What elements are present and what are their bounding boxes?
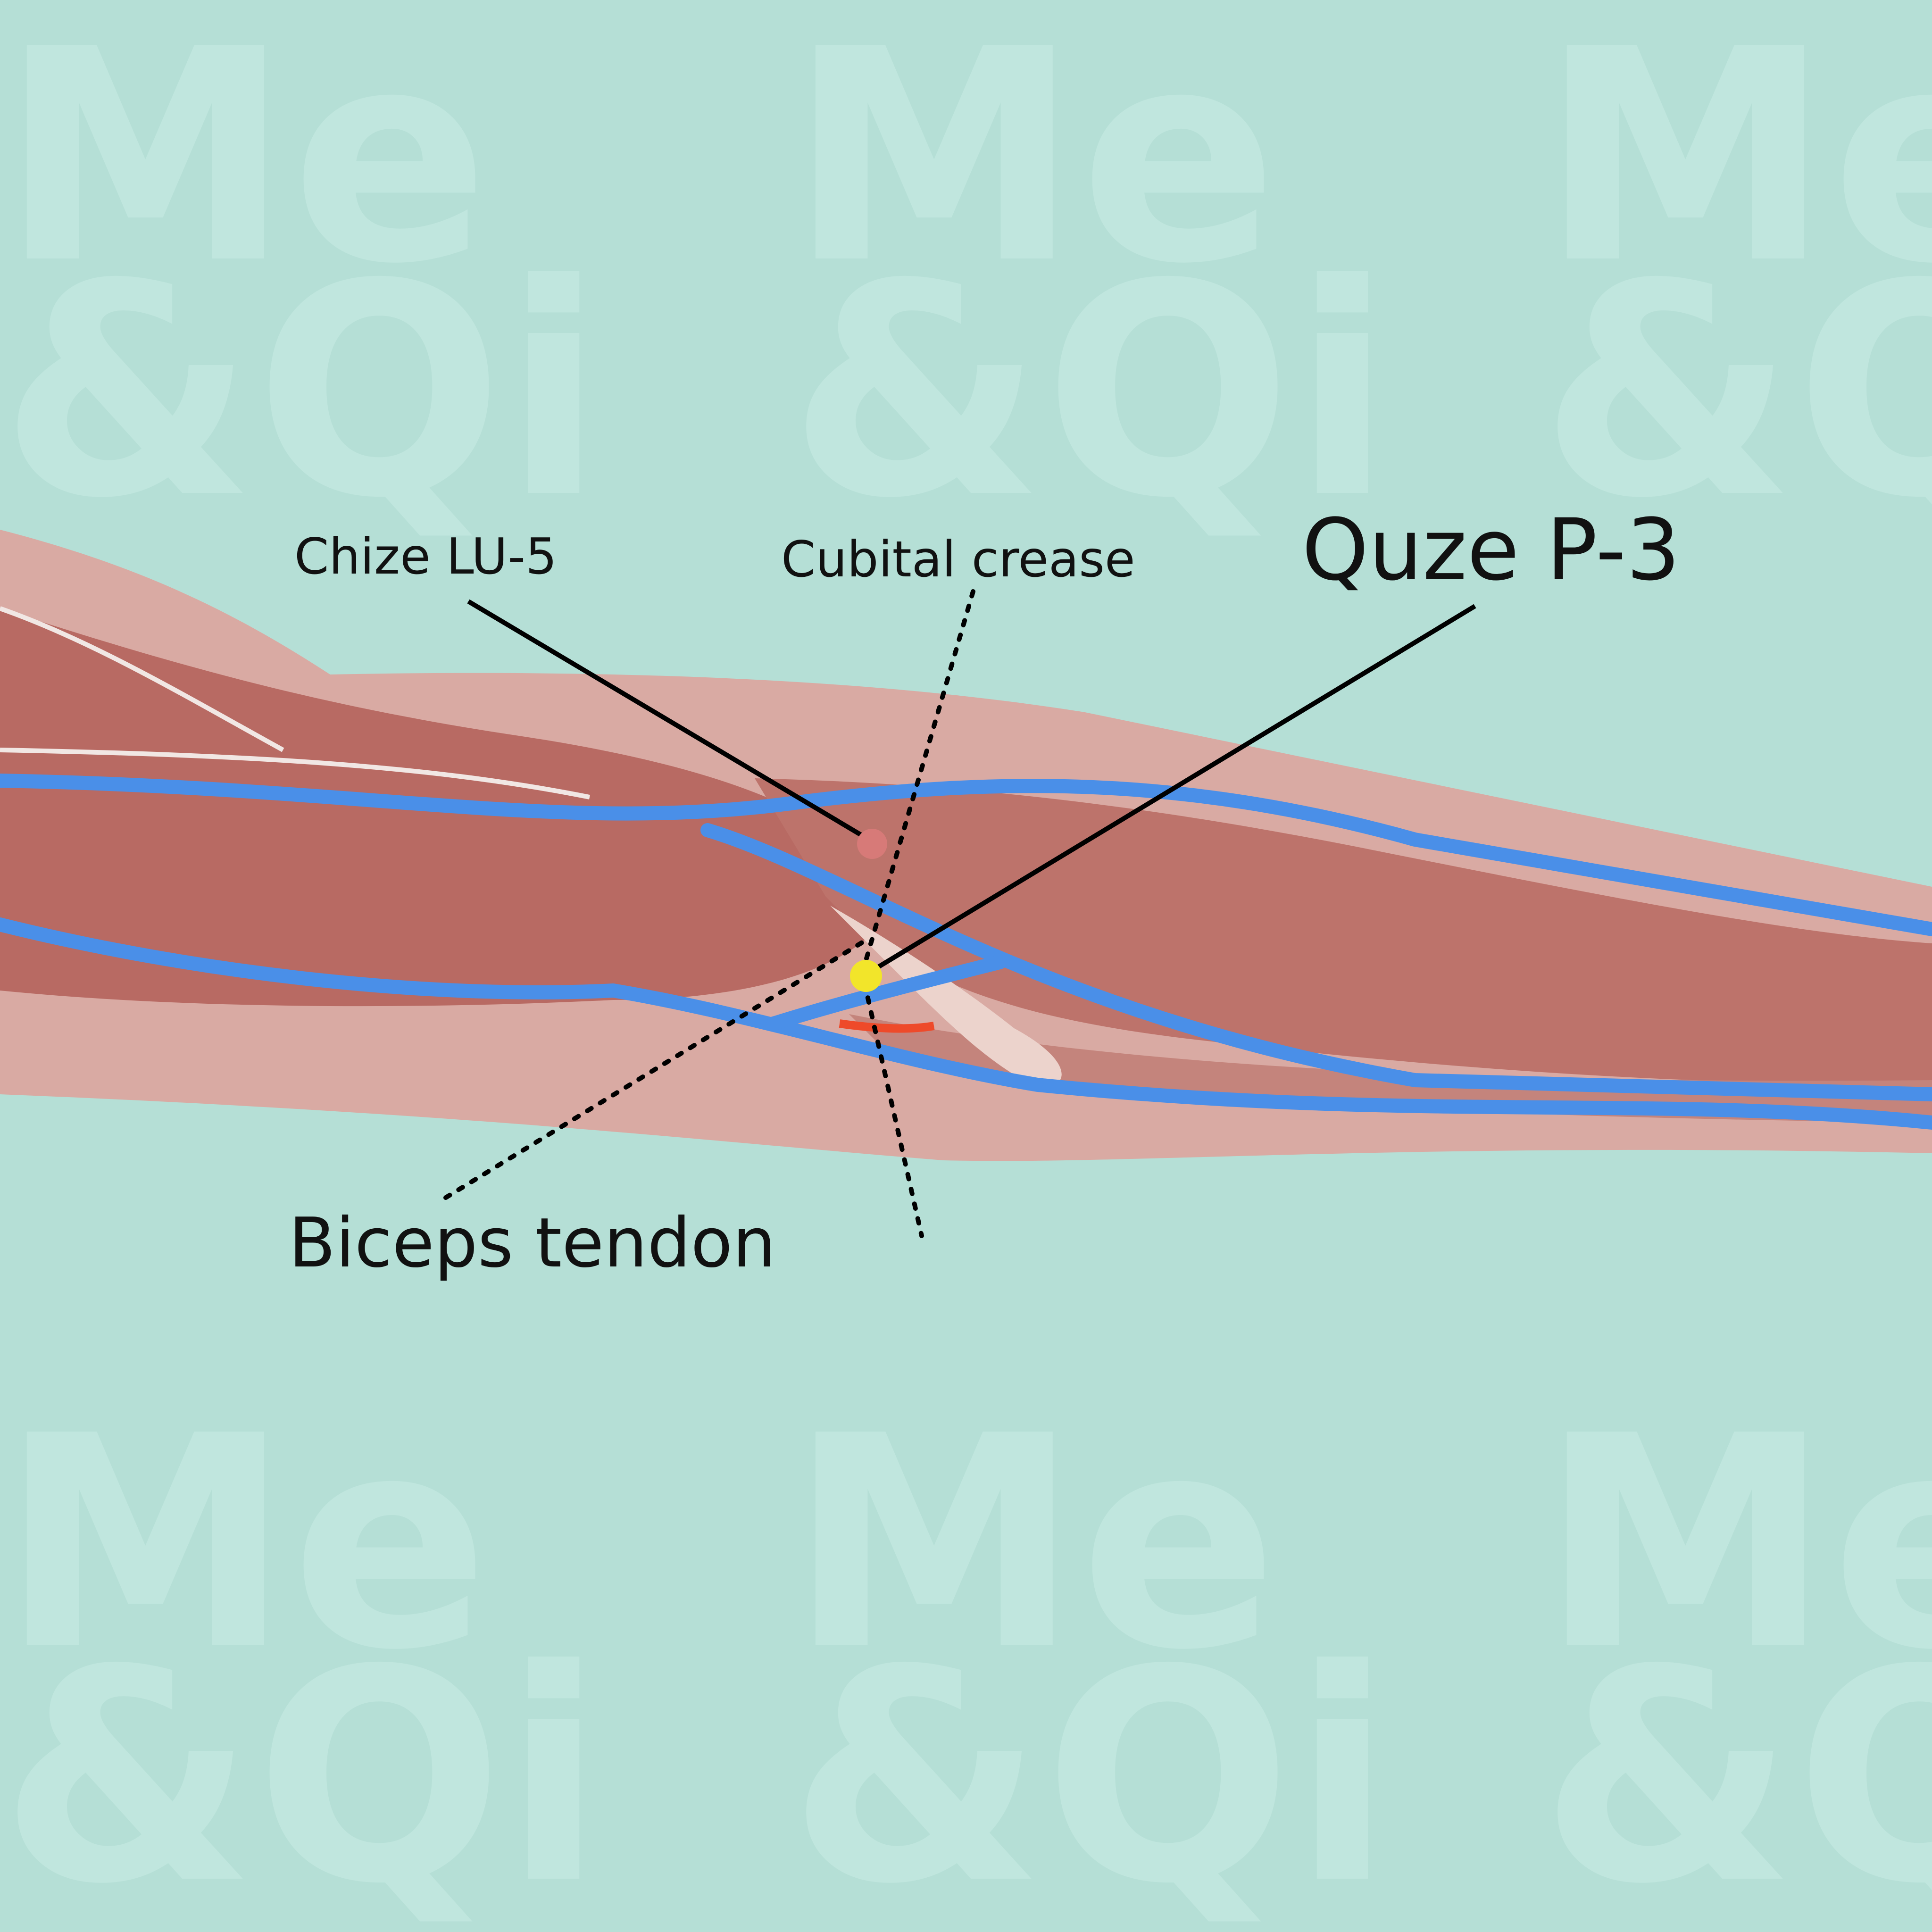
quze-pointer-line	[877, 604, 1476, 969]
biceps-tendon-label: Biceps tendon	[289, 1203, 776, 1283]
watermark-text: &Qi	[0, 222, 604, 562]
watermark-text: &Qi	[789, 1608, 1392, 1932]
watermark-text: Me	[789, 0, 1278, 328]
quze-label: Quze P-3	[1302, 501, 1680, 600]
forearm-muscle	[755, 778, 1932, 1085]
chize-pointer-line	[467, 599, 871, 842]
watermark-text: &Qi	[1540, 1608, 1932, 1932]
quze-point[interactable]	[850, 960, 882, 992]
watermark-text: Me	[1540, 0, 1932, 328]
watermark-text: &Qi	[0, 1608, 604, 1932]
watermark-text: Me	[789, 1374, 1278, 1714]
fascia-line	[0, 606, 590, 799]
veins	[0, 774, 1932, 1130]
chize-point[interactable]	[857, 829, 887, 859]
watermark-text: Me	[1540, 1374, 1932, 1714]
arm	[0, 530, 1932, 1161]
median-vein	[700, 823, 1932, 1101]
cephalic-vein	[0, 774, 1932, 936]
watermark-text: &Qi	[1540, 222, 1932, 562]
watermark-text: Me	[0, 1374, 489, 1714]
median-cubital-vein	[766, 955, 1007, 1031]
cubital-crease-label: Cubital crease	[781, 531, 1135, 588]
biceps-tendon-dotted-line	[443, 940, 865, 1200]
basilic-vein	[0, 917, 1932, 1130]
chize-label: Chize LU-5	[294, 528, 557, 585]
watermark-text: &Qi	[789, 222, 1392, 562]
watermark-text: Me	[0, 0, 489, 328]
biceps-tendon	[830, 906, 1062, 1088]
artery	[839, 1019, 935, 1033]
forearm-muscle-lower	[849, 1014, 1932, 1123]
